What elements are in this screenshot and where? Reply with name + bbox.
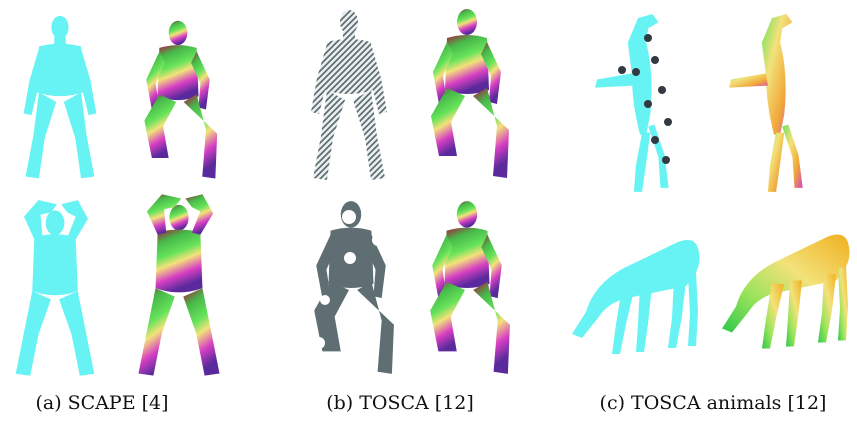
panel-scape	[15, 15, 220, 376]
scape-source-shape-bottom	[15, 200, 95, 376]
scape-mapped-shape-top	[144, 20, 218, 179]
scape-source-shape-top	[23, 15, 97, 179]
scape-mapped-shape-bottom	[138, 194, 220, 376]
caption-tosca-animals: (c) TOSCA animals [12]	[599, 392, 827, 414]
animal-source-shape-top	[595, 14, 669, 192]
animal-mapped-shape-top	[729, 14, 803, 192]
caption-scape: (a) SCAPE [4]	[35, 392, 169, 414]
animal-mapped-shape-bottom	[722, 234, 850, 349]
caption-tosca: (b) TOSCA [12]	[326, 392, 474, 414]
panel-tosca	[311, 9, 510, 374]
tosca-holes	[312, 210, 384, 349]
panel-tosca-animals	[572, 14, 850, 354]
tosca-mapped-shape-bottom	[430, 201, 510, 374]
tosca-holed-shape	[314, 201, 394, 374]
animal-spots	[618, 34, 672, 164]
tosca-noisy-shape	[311, 10, 387, 180]
animal-source-shape-bottom	[572, 240, 700, 354]
tosca-mapped-shape-top	[431, 9, 509, 178]
